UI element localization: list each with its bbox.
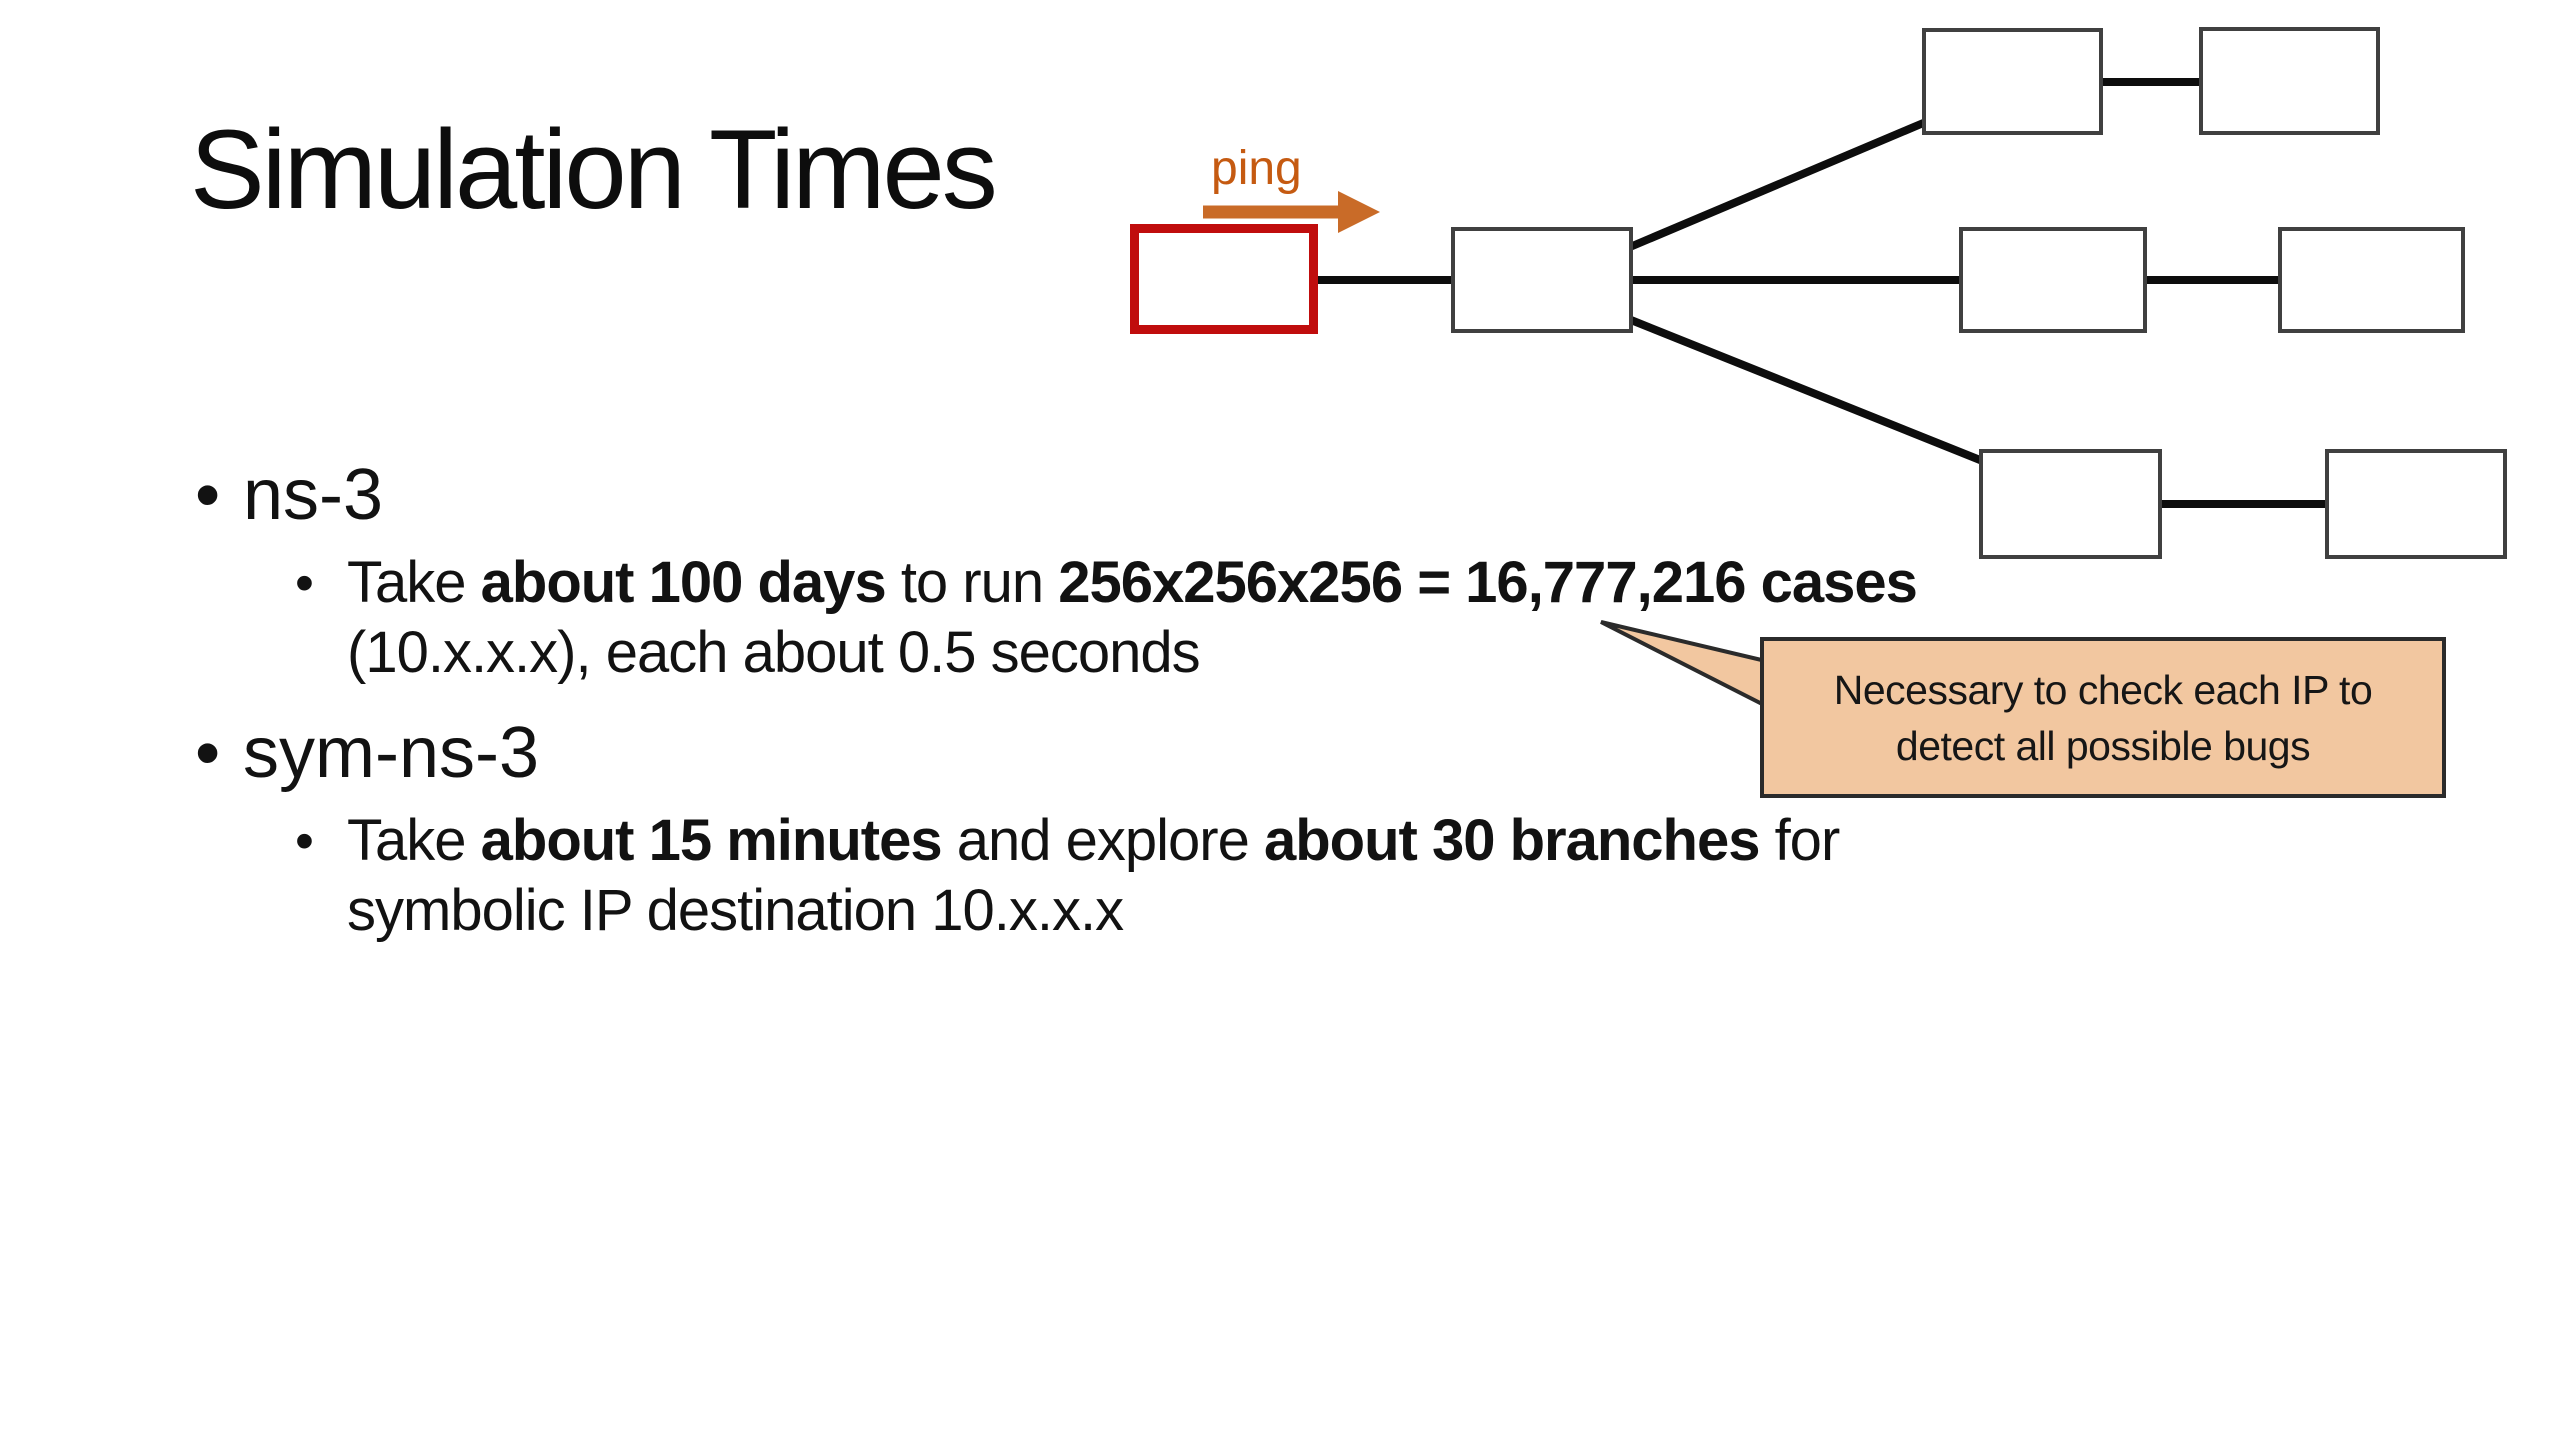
callout-balloon: Necessary to check each IP to detect all…: [1760, 637, 2446, 798]
edge-root-to-branch-bottom: [1629, 316, 1987, 466]
callout-text-line1: Necessary to check each IP to: [1833, 666, 2373, 713]
ping-label: ping: [1211, 142, 1302, 195]
bullet-text-ns3-detail: Take about 100 days to run 256x256x256 =…: [347, 550, 1918, 685]
callout-text-line2: detect all possible bugs: [1895, 722, 2311, 769]
bullet-subitem-sym-ns3-detail: • Take about 15 minutes and explore abou…: [295, 806, 1947, 946]
bullet-dot: •: [195, 713, 221, 793]
node-branch-middle-1: [1959, 227, 2147, 333]
bullet-dot: •: [295, 553, 314, 613]
node-branch-bottom-2: [2325, 449, 2507, 559]
bullet-dot: •: [195, 455, 221, 535]
node-source-red-box: [1130, 224, 1318, 334]
bullet-label-sym-ns3: sym-ns-3: [243, 713, 540, 793]
node-branch-top-2: [2199, 27, 2380, 135]
node-branch-top-1: [1922, 28, 2103, 135]
node-root: [1451, 227, 1633, 333]
node-branch-bottom-1: [1979, 449, 2162, 559]
bullet-label-ns3: ns-3: [243, 455, 384, 535]
bullet-item-sym-ns3: • sym-ns-3: [195, 714, 539, 792]
bullet-text-sym-ns3-detail: Take about 15 minutes and explore about …: [347, 808, 1840, 943]
bullet-dot: •: [295, 811, 314, 871]
bullet-subitem-ns3-detail: • Take about 100 days to run 256x256x256…: [295, 548, 1947, 688]
edge-root-to-branch-top: [1628, 117, 1930, 251]
bullet-item-ns3: • ns-3: [195, 456, 383, 534]
slide-title: Simulation Times: [190, 107, 998, 232]
node-branch-middle-2: [2278, 227, 2465, 333]
ping-arrow-head: [1338, 191, 1380, 233]
